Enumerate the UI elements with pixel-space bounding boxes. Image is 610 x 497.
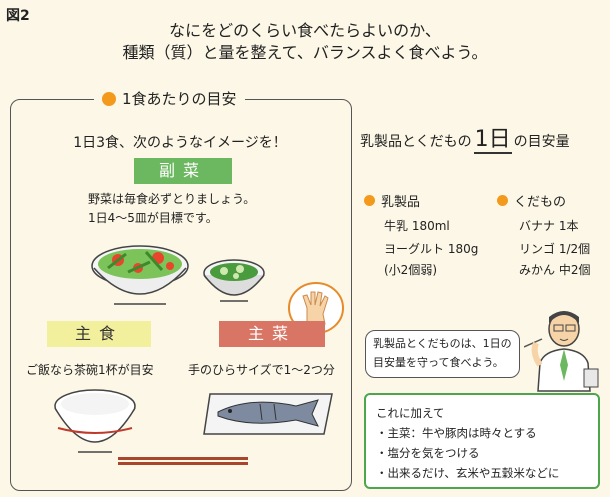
addition-box: これに加えて ・主菜：牛や豚肉は時々とする ・塩分を気をつける ・出来るだけ、玄… <box>364 393 600 489</box>
chopsticks-icon <box>118 457 248 465</box>
headline-line2: 種類（質）と量を整えて、バランスよく食べよう。 <box>122 43 488 62</box>
dairy-list: 牛乳 180ml ヨーグルト 180g (小2個弱) <box>384 215 478 280</box>
dairy-label: 乳製品 <box>381 195 421 210</box>
fruit-label: くだもの <box>514 195 567 210</box>
right-title-post: の目安量 <box>513 134 570 150</box>
fukusai-line1: 野菜は毎食必ずとりましょう。 <box>88 192 256 206</box>
orange-dot-icon <box>364 195 375 206</box>
fruit-list: バナナ 1本 リンゴ 1/2個 みかん 中2個 <box>519 215 590 280</box>
right-title-big: 1日 <box>473 127 512 154</box>
orange-dot-icon <box>102 91 116 106</box>
fukusai-desc: 野菜は毎食必ずとりましょう。 1日4～5皿が目標です。 <box>88 190 255 228</box>
addition-title: これに加えて <box>376 406 445 420</box>
headline-line1: なにをどのくらい食べたらよいのか、 <box>169 21 441 40</box>
speech-line1: 乳製品とくだものは、1日の <box>373 337 512 350</box>
list-item: ・出来るだけ、玄米や五穀米などに <box>376 466 560 480</box>
list-item: みかん 中2個 <box>519 263 591 277</box>
right-title: 乳製品とくだもの 1日 の目安量 <box>360 128 570 154</box>
speech-bubble: 乳製品とくだものは、1日の 目安量を守って食べよう。 <box>365 330 520 378</box>
shushoku-badge: 主食 <box>47 321 151 347</box>
headline: なにをどのくらい食べたらよいのか、 種類（質）と量を整えて、バランスよく食べよう… <box>0 20 610 64</box>
list-item: バナナ 1本 <box>519 219 579 233</box>
fruit-category: くだもの <box>497 191 566 210</box>
fish-plate-icon <box>203 393 333 435</box>
list-item: ヨーグルト 180g <box>384 242 479 256</box>
shusai-desc: 手のひらサイズで1～2つ分 <box>188 363 335 377</box>
list-item: (小2個弱) <box>384 263 437 277</box>
panel-title: 1食あたりの目安 <box>94 88 245 109</box>
panel-title-text: 1食あたりの目安 <box>122 90 237 108</box>
right-title-pre: 乳製品とくだもの <box>360 134 472 150</box>
fukusai-line2: 1日4～5皿が目標です。 <box>88 211 218 225</box>
cucumber-bowl-icon <box>203 259 265 302</box>
fukusai-badge: 副菜 <box>134 158 232 184</box>
list-item: リンゴ 1/2個 <box>519 242 591 256</box>
speech-line2: 目安量を守って食べよう。 <box>373 356 504 369</box>
list-item: ・塩分を気をつける <box>376 446 480 460</box>
rice-bowl-icon <box>54 389 136 453</box>
dairy-category: 乳製品 <box>364 191 420 210</box>
figure-label: 図2 <box>6 8 30 24</box>
orange-dot-icon <box>497 195 508 206</box>
shushoku-desc: ご飯なら茶碗1杯が目安 <box>26 363 154 377</box>
doctor-icon <box>524 311 599 392</box>
list-item: ・主菜：牛や豚肉は時々とする <box>376 426 537 440</box>
salad-bowl-icon <box>91 245 189 305</box>
panel-subtitle: 1日3食、次のようなイメージを！ <box>73 135 287 151</box>
list-item: 牛乳 180ml <box>384 219 450 233</box>
shusai-badge: 主菜 <box>219 321 325 347</box>
